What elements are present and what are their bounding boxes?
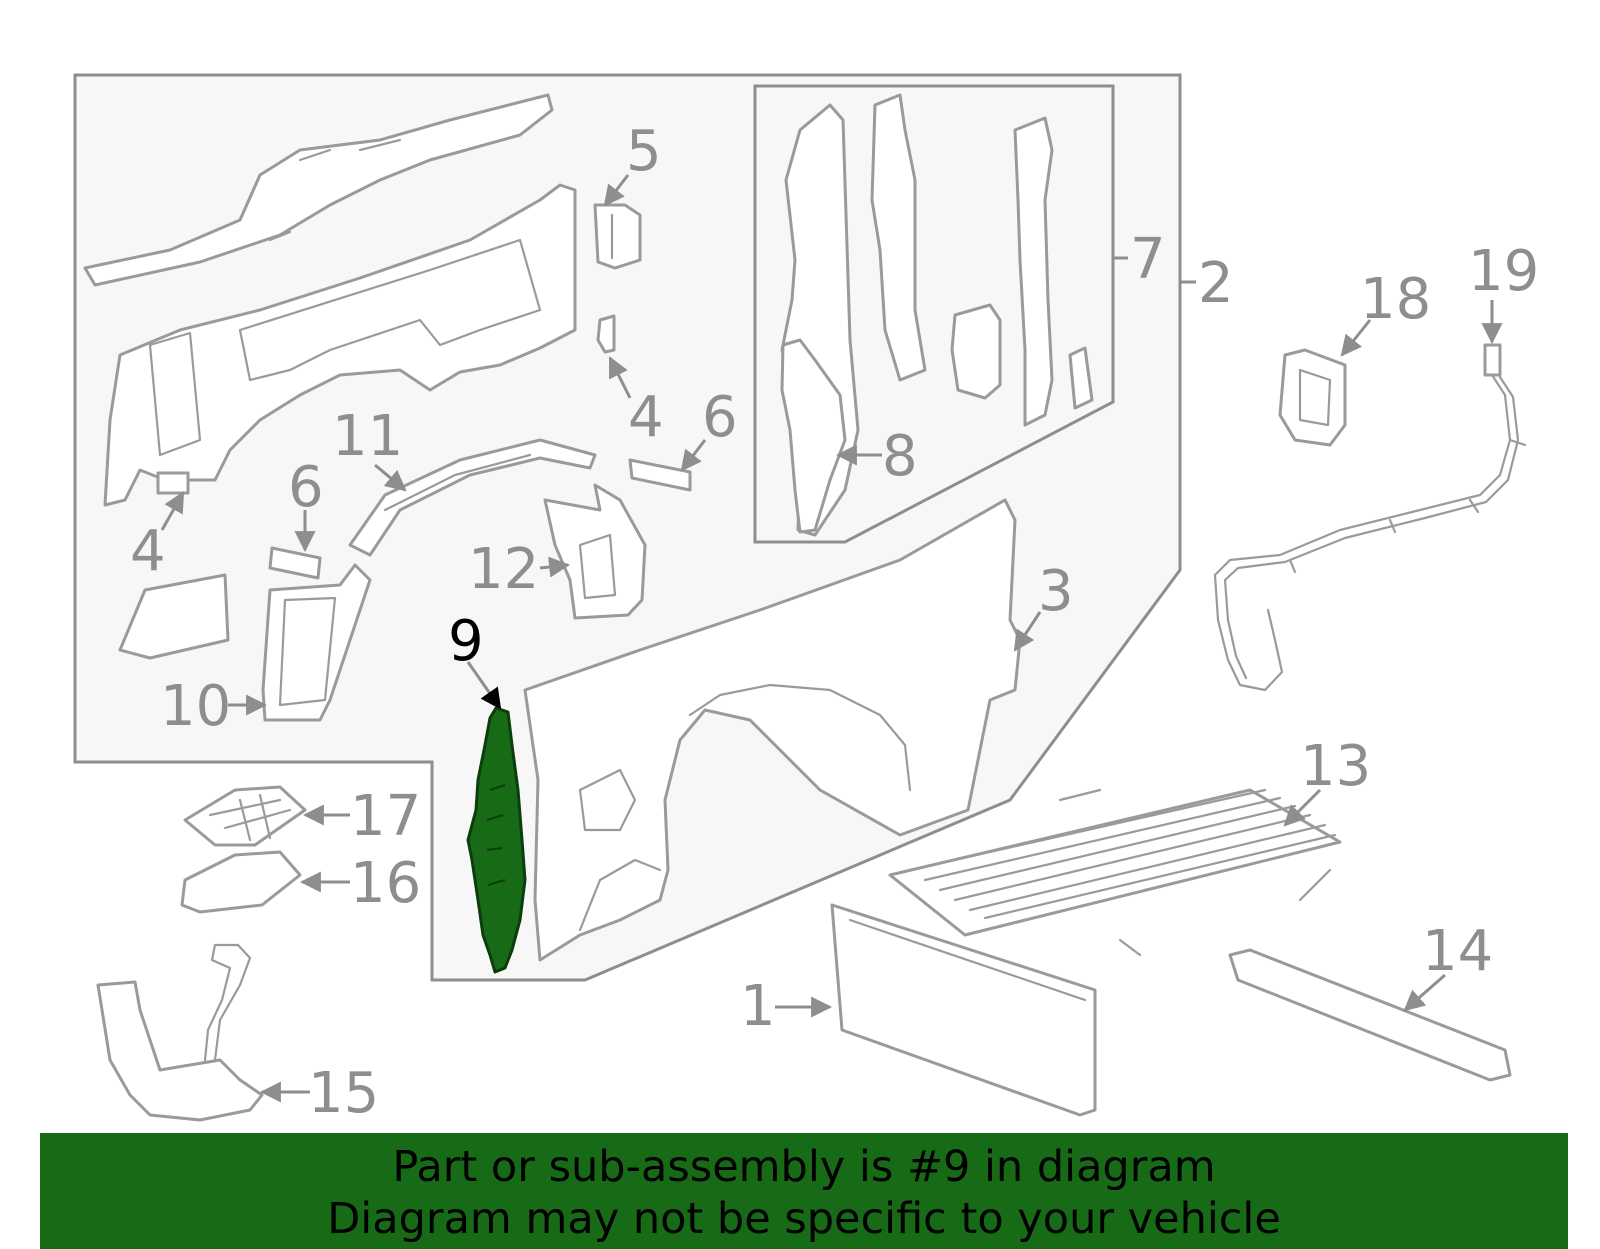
part-5 bbox=[593, 203, 642, 270]
callout-8: 8 bbox=[882, 424, 918, 489]
part-17 bbox=[183, 785, 307, 847]
part-11 bbox=[348, 438, 597, 557]
callout-17: 17 bbox=[350, 784, 421, 849]
part-4-lower bbox=[156, 471, 190, 495]
callout-5: 5 bbox=[626, 119, 662, 184]
part-6-left bbox=[268, 546, 322, 580]
part-4-upper bbox=[596, 314, 616, 354]
callout-3: 3 bbox=[1038, 559, 1074, 624]
callout-15: 15 bbox=[308, 1061, 379, 1126]
part-3 bbox=[523, 498, 1022, 962]
banner-line-2: Diagram may not be specific to your vehi… bbox=[327, 1194, 1281, 1244]
callout-4-right: 4 bbox=[628, 385, 664, 450]
leader-lines bbox=[160, 174, 1503, 1103]
part-15 bbox=[96, 943, 264, 1122]
part-6-right bbox=[628, 458, 692, 492]
callout-11: 11 bbox=[332, 404, 403, 469]
callout-6-right: 6 bbox=[702, 385, 738, 450]
callout-1: 1 bbox=[740, 974, 776, 1039]
part-19 bbox=[1213, 343, 1527, 692]
part-18 bbox=[1278, 348, 1347, 447]
callout-2: 2 bbox=[1198, 251, 1234, 316]
banner-line-1: Part or sub-assembly is #9 in diagram bbox=[392, 1142, 1216, 1192]
info-banner: Part or sub-assembly is #9 in diagram Di… bbox=[40, 1133, 1568, 1249]
callout-14: 14 bbox=[1422, 919, 1493, 984]
callout-6-left: 6 bbox=[288, 455, 324, 520]
callout-12: 12 bbox=[468, 537, 539, 602]
part-9-highlighted bbox=[466, 706, 527, 974]
part-8 bbox=[780, 338, 847, 534]
part-14 bbox=[1228, 948, 1512, 1082]
part-1 bbox=[830, 903, 1097, 1117]
callout-16: 16 bbox=[350, 851, 421, 916]
callout-18: 18 bbox=[1360, 267, 1431, 332]
callout-19: 19 bbox=[1468, 239, 1539, 304]
callout-10: 10 bbox=[160, 674, 231, 739]
callout-13: 13 bbox=[1300, 734, 1371, 799]
inner-panel-part bbox=[83, 93, 577, 507]
callout-7: 7 bbox=[1130, 227, 1166, 292]
lower-left-bracket bbox=[118, 573, 230, 660]
part-16 bbox=[180, 850, 302, 914]
part-13 bbox=[888, 788, 1342, 957]
callout-4-left: 4 bbox=[130, 519, 166, 584]
callout-9: 9 bbox=[448, 609, 484, 674]
